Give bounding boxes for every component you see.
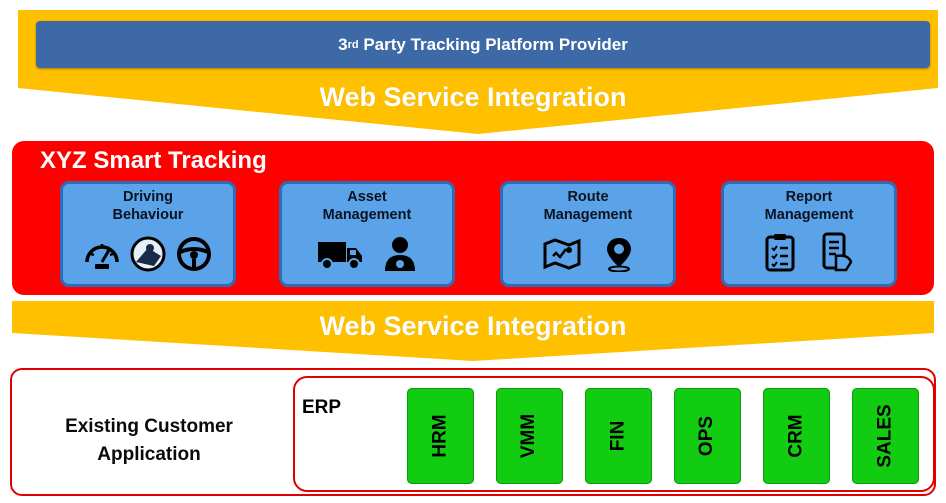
location-pin-icon: [607, 238, 631, 272]
module-label-line1: Route: [567, 189, 609, 205]
bottom-integration-band: [12, 301, 934, 361]
speedometer-icon: [85, 244, 119, 269]
erp-module-label: OPS: [696, 415, 718, 457]
erp-module-sales: SALES: [852, 388, 919, 484]
module-label-line2: Management: [764, 207, 854, 223]
module-label-line2: Management: [322, 207, 412, 223]
driver-icon: [130, 236, 166, 272]
erp-box: [293, 376, 935, 492]
person-icon: [385, 237, 415, 271]
map-icon: [543, 238, 581, 270]
erp-module-label: HRM: [429, 414, 451, 458]
erp-module-vmm: VMM: [496, 388, 563, 484]
erp-module-label: SALES: [874, 404, 896, 468]
module-label-line1: Report: [785, 189, 833, 205]
existing-customer-application-label: Existing Customer Application: [34, 413, 264, 469]
customer-label-line1: Existing Customer: [65, 416, 233, 437]
xyz-title: XYZ Smart Tracking: [40, 147, 267, 174]
module-label-line2: Management: [543, 207, 633, 223]
erp-module-hrm: HRM: [407, 388, 474, 484]
module-label-line1: Asset: [347, 189, 387, 205]
erp-module-ops: OPS: [674, 388, 741, 484]
erp-module-fin: FIN: [585, 388, 652, 484]
module-label-line1: Driving: [123, 189, 173, 205]
customer-label-line2: Application: [97, 444, 201, 465]
module-label-line2: Behaviour: [112, 207, 184, 223]
provider-label: Party Tracking Platform Provider: [363, 34, 628, 54]
phone-report-icon: [822, 232, 853, 272]
truck-icon: [318, 242, 362, 270]
erp-module-label: FIN: [607, 420, 629, 452]
erp-module-crm: CRM: [763, 388, 830, 484]
web-service-integration-top: Web Service Integration: [319, 82, 627, 112]
web-service-integration-bottom: Web Service Integration: [319, 311, 627, 341]
provider-ordinal: 3: [338, 34, 348, 54]
provider-ordinal-suffix: rd: [347, 38, 359, 51]
erp-label: ERP: [302, 397, 342, 418]
steering-wheel-icon: [177, 237, 211, 271]
erp-module-label: VMM: [518, 413, 540, 459]
clipboard-icon: [765, 234, 795, 272]
erp-module-label: CRM: [785, 414, 807, 458]
